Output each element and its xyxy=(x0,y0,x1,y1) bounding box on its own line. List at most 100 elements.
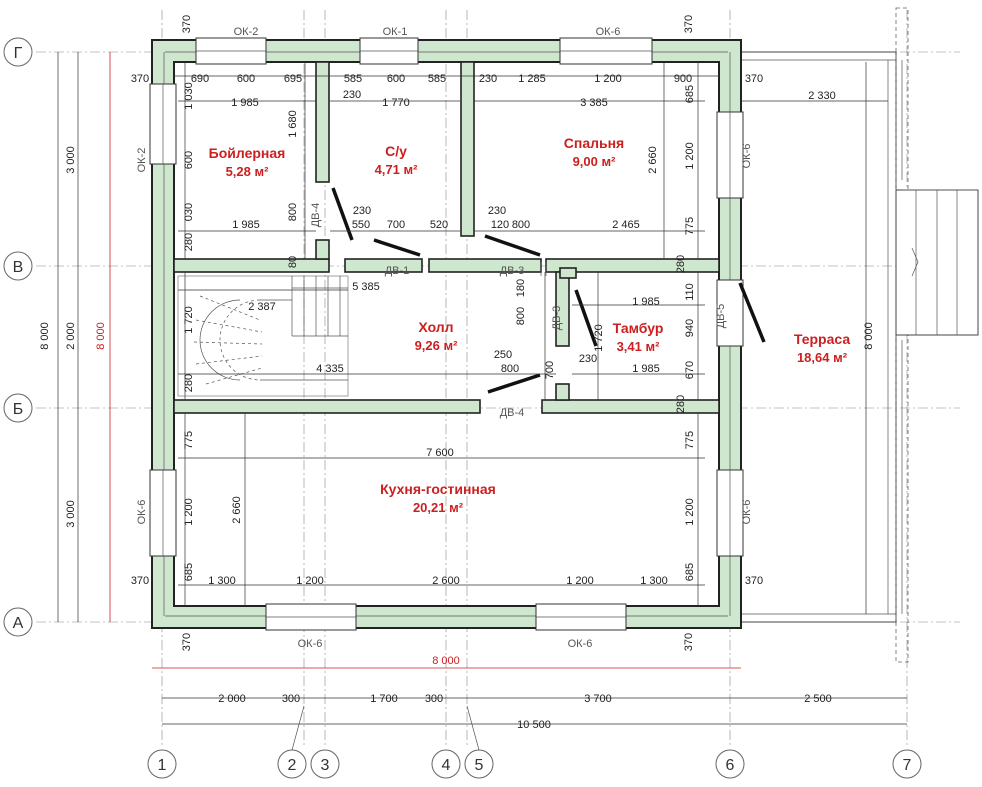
axis-label-6: 6 xyxy=(726,757,735,774)
axis-label-5: 5 xyxy=(475,757,484,774)
window-label-bottom-left: ОК-6 xyxy=(298,638,323,650)
dim-370-br: 370 xyxy=(745,575,763,587)
dim-3000-b: 3 000 xyxy=(65,500,77,528)
window-label-left-bottom: ОК-6 xyxy=(136,500,148,525)
dim-550: 550 xyxy=(352,219,370,231)
dim-110: 110 xyxy=(684,283,696,301)
axis-label-1: 1 xyxy=(158,757,167,774)
dim-600-v: 600 xyxy=(183,151,195,169)
dim-585-b: 585 xyxy=(428,73,446,85)
dim-1700: 1 700 xyxy=(370,693,398,705)
dim-1985-c: 1 985 xyxy=(632,296,660,308)
room-area-kitchen-living: 20,21 м² xyxy=(413,500,464,515)
dim-685-b: 685 xyxy=(183,563,195,581)
dim-1720-b: 1 720 xyxy=(593,324,605,352)
dim-685-c: 685 xyxy=(684,563,696,581)
dim-1200-top: 1 200 xyxy=(594,73,622,85)
dim-2600: 2 600 xyxy=(432,575,460,587)
axis-label-g: Г xyxy=(14,45,23,62)
dim-230-top: 230 xyxy=(479,73,497,85)
dim-280-c: 280 xyxy=(183,374,195,392)
door-label-dv4-side: ДВ-4 xyxy=(310,203,322,228)
dim-1200-vb: 1 200 xyxy=(183,498,195,526)
door-label-dv3: ДВ-3 xyxy=(500,265,525,277)
dim-300-b: 300 xyxy=(425,693,443,705)
dim-8000-terrace: 8 000 xyxy=(863,322,875,350)
dim-5385: 5 385 xyxy=(352,281,380,293)
window-label-top-mid: ОК-1 xyxy=(383,26,408,38)
dim-775-c: 775 xyxy=(684,431,696,449)
dim-600-a: 600 xyxy=(237,73,255,85)
dim-1030: 1 030 xyxy=(183,82,195,110)
room-area-hall: 9,26 м² xyxy=(415,338,459,353)
dim-1770: 1 770 xyxy=(382,97,410,109)
dim-685-a: 685 xyxy=(684,85,696,103)
dim-4335: 4 335 xyxy=(316,363,344,375)
dim-670: 670 xyxy=(684,361,696,379)
terrace xyxy=(740,7,979,663)
room-name-vestibule: Тамбур xyxy=(613,320,664,336)
dim-8000-red-v: 8 000 xyxy=(95,322,107,350)
window-label-right-top: ОК-6 xyxy=(741,144,753,169)
dim-180: 180 xyxy=(515,279,527,297)
dim-120: 120 xyxy=(491,219,509,231)
window-label-left-top: ОК-2 xyxy=(136,148,148,173)
dim-700: 700 xyxy=(387,219,405,231)
room-name-bedroom: Спальня xyxy=(564,135,624,151)
dim-370-v2: 370 xyxy=(683,15,695,33)
dim-230-d: 230 xyxy=(488,205,506,217)
room-name-boiler: Бойлерная xyxy=(209,145,286,161)
dim-230-b: 230 xyxy=(343,89,361,101)
dim-1720-a: 1 720 xyxy=(183,306,195,334)
dim-1300-a: 1 300 xyxy=(208,575,236,587)
dim-585-a: 585 xyxy=(344,73,362,85)
window-label-top-right: ОК-6 xyxy=(596,26,621,38)
dim-1300-b: 1 300 xyxy=(640,575,668,587)
room-area-bedroom: 9,00 м² xyxy=(573,154,617,169)
dim-370-v3: 370 xyxy=(181,633,193,651)
room-area-boiler: 5,28 м² xyxy=(226,164,270,179)
dim-280-d: 280 xyxy=(675,395,687,413)
door-label-dv1: ДВ-1 xyxy=(385,265,410,277)
dim-300-a: 300 xyxy=(282,693,300,705)
dim-10500: 10 500 xyxy=(517,719,551,731)
door-label-dv4-bottom: ДВ-4 xyxy=(500,407,525,419)
dim-800-c: 800 xyxy=(515,307,527,325)
dim-1985-d: 1 985 xyxy=(632,363,660,375)
room-area-terrace: 18,64 м² xyxy=(797,350,848,365)
dim-2660-a: 2 660 xyxy=(647,146,659,174)
dim-250: 250 xyxy=(494,349,512,361)
door-label-dv3-side: ДВ-3 xyxy=(551,306,563,331)
dim-2387: 2 387 xyxy=(248,301,276,313)
dim-370-bl: 370 xyxy=(131,575,149,587)
dim-370-v4: 370 xyxy=(683,633,695,651)
dimension-lines xyxy=(57,52,907,725)
dim-2000-v: 2 000 xyxy=(65,322,77,350)
dim-1985-b: 1 985 xyxy=(232,219,260,231)
dim-1200-bot-b: 1 200 xyxy=(566,575,594,587)
dim-030: 030 xyxy=(183,203,195,221)
window-label-top-left: ОК-2 xyxy=(234,26,259,38)
dim-800-d: 800 xyxy=(501,363,519,375)
dim-2660-b: 2 660 xyxy=(231,496,243,524)
dim-230-c: 230 xyxy=(353,205,371,217)
dim-1200-bot-a: 1 200 xyxy=(296,575,324,587)
dim-900: 900 xyxy=(674,73,692,85)
axis-label-v: В xyxy=(13,259,24,276)
dim-280-a: 280 xyxy=(183,233,195,251)
dim-370-tl: 370 xyxy=(131,73,149,85)
dim-80: 80 xyxy=(287,256,299,268)
room-name-kitchen-living: Кухня-гостинная xyxy=(380,481,496,497)
dim-775-b: 775 xyxy=(183,431,195,449)
axis-label-a: А xyxy=(13,615,24,632)
dim-1985-a: 1 985 xyxy=(231,97,259,109)
dim-8000-red-h: 8 000 xyxy=(432,655,460,667)
room-name-terrace: Терраса xyxy=(794,331,850,347)
dim-800-b: 800 xyxy=(512,219,530,231)
room-name-hall: Холл xyxy=(418,319,453,335)
axis-bubbles xyxy=(3,37,922,779)
dim-3700: 3 700 xyxy=(584,693,612,705)
dim-775-a: 775 xyxy=(684,217,696,235)
dim-1285: 1 285 xyxy=(518,73,546,85)
